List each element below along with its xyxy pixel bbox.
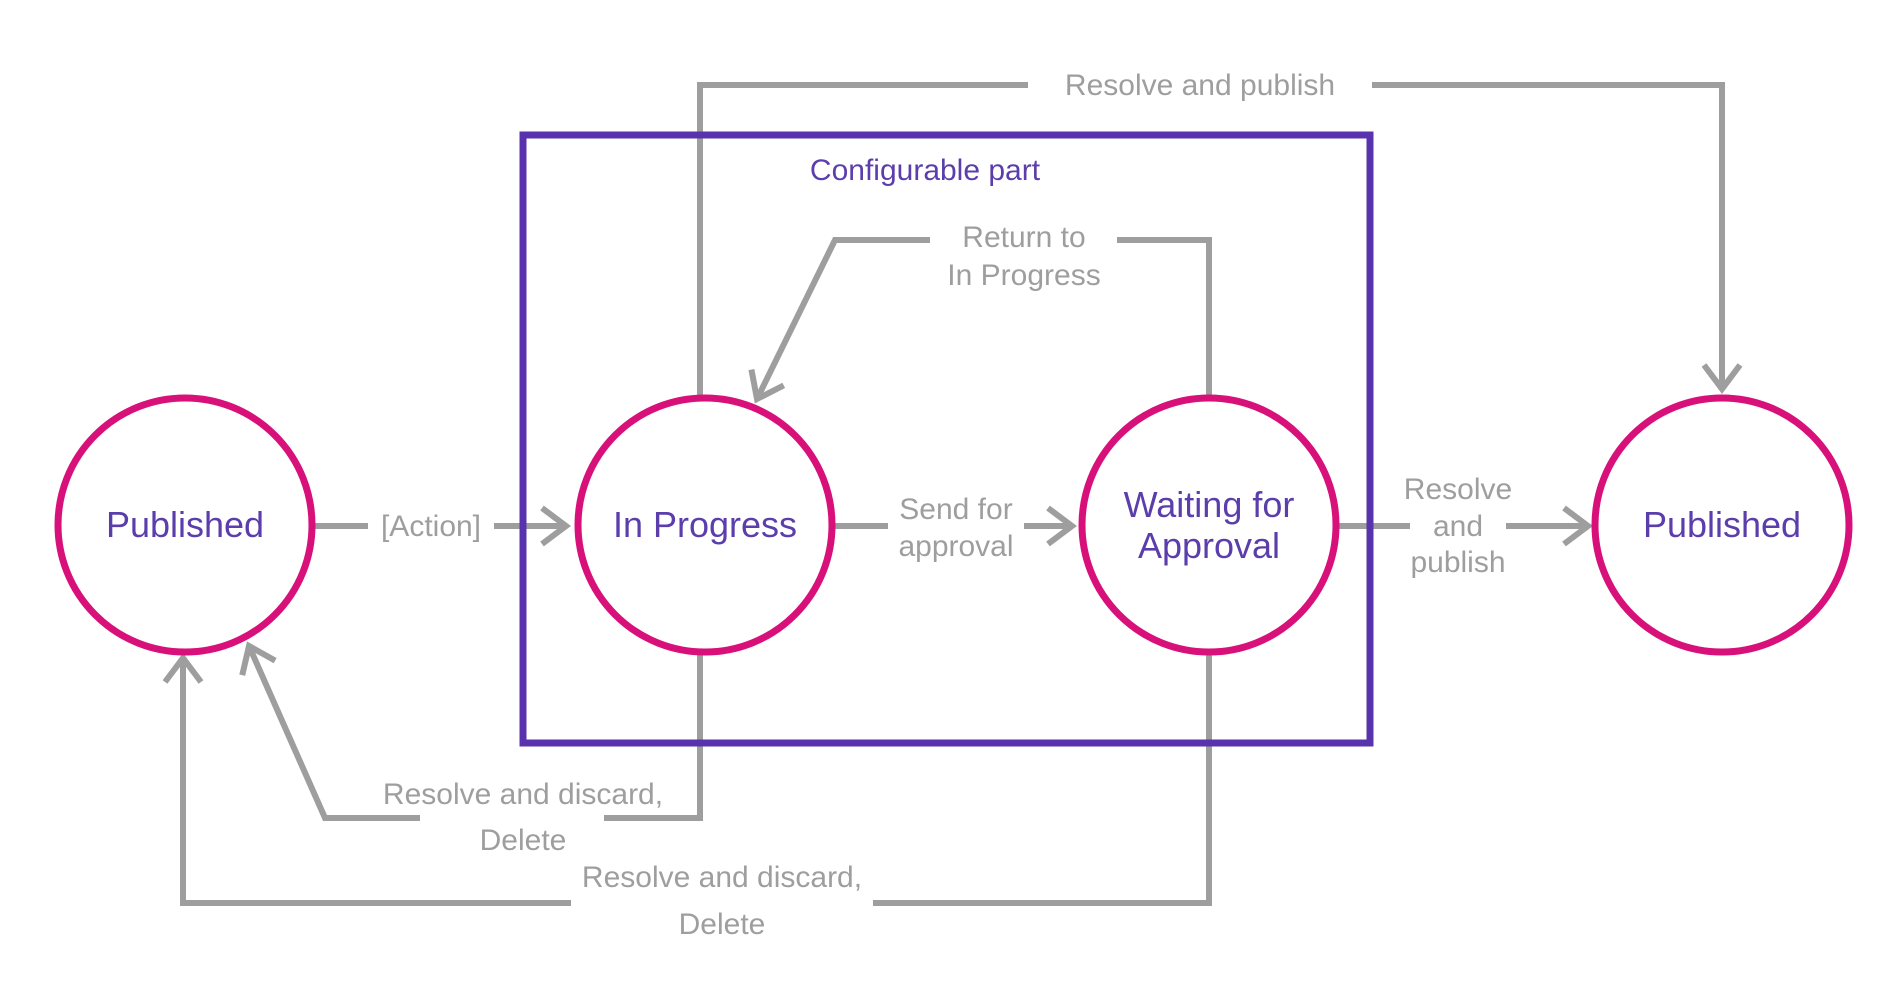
transition-return-arrow: [748, 237, 1212, 404]
transition-action-label: [Action]: [381, 510, 481, 543]
transition-return-label-line2: In Progress: [947, 259, 1100, 292]
state-label-waiting-line1: Waiting for: [1124, 484, 1295, 525]
transition-send-label-line1: Send for: [899, 493, 1012, 526]
transition-top-line-left: [697, 82, 1028, 398]
transition-discard2-label-line1: Resolve and discard,: [582, 861, 862, 894]
transition-resolve-top-label: Resolve and publish: [1065, 69, 1335, 102]
transition-resolve-label-line1: Resolve: [1404, 473, 1512, 506]
transition-return-line-left: [748, 237, 930, 404]
transition-discard2-line-left: [162, 653, 571, 906]
state-label-published-right: Published: [1643, 504, 1801, 545]
transition-resolve-publish-top-arrow: [697, 82, 1743, 398]
transition-discard2-label-line2: Delete: [679, 908, 766, 941]
transition-discard2-line-right: [873, 652, 1212, 906]
state-node-published-left: [54, 394, 316, 656]
state-node-waiting-for-approval: [1078, 394, 1340, 656]
transition-return-line-right: [1117, 237, 1212, 398]
configurable-part-title: Configurable part: [810, 154, 1041, 187]
transition-return-label-line1: Return to: [962, 221, 1085, 254]
state-label-published-left: Published: [106, 504, 264, 545]
transition-discard1-label-line2: Delete: [480, 824, 567, 857]
transition-resolve-label-line3: publish: [1410, 546, 1505, 579]
state-label-waiting-line2: Approval: [1138, 525, 1280, 566]
transition-discard-waiting-arrow: [162, 652, 1212, 906]
state-node-in-progress: [574, 394, 836, 656]
state-node-published-right: [1591, 394, 1853, 656]
configurable-part-box: [519, 131, 1374, 747]
transition-top-line-right: [1372, 82, 1743, 394]
state-label-in-progress: In Progress: [613, 504, 797, 545]
transition-discard-inprogress-arrow: [239, 641, 703, 821]
transition-discard1-line-left: [239, 641, 420, 821]
transition-discard1-line-right: [604, 652, 703, 821]
transition-discard1-label-line1: Resolve and discard,: [383, 778, 663, 811]
transition-send-label-line2: approval: [898, 530, 1013, 563]
transition-resolve-label-line2: and: [1433, 510, 1483, 543]
